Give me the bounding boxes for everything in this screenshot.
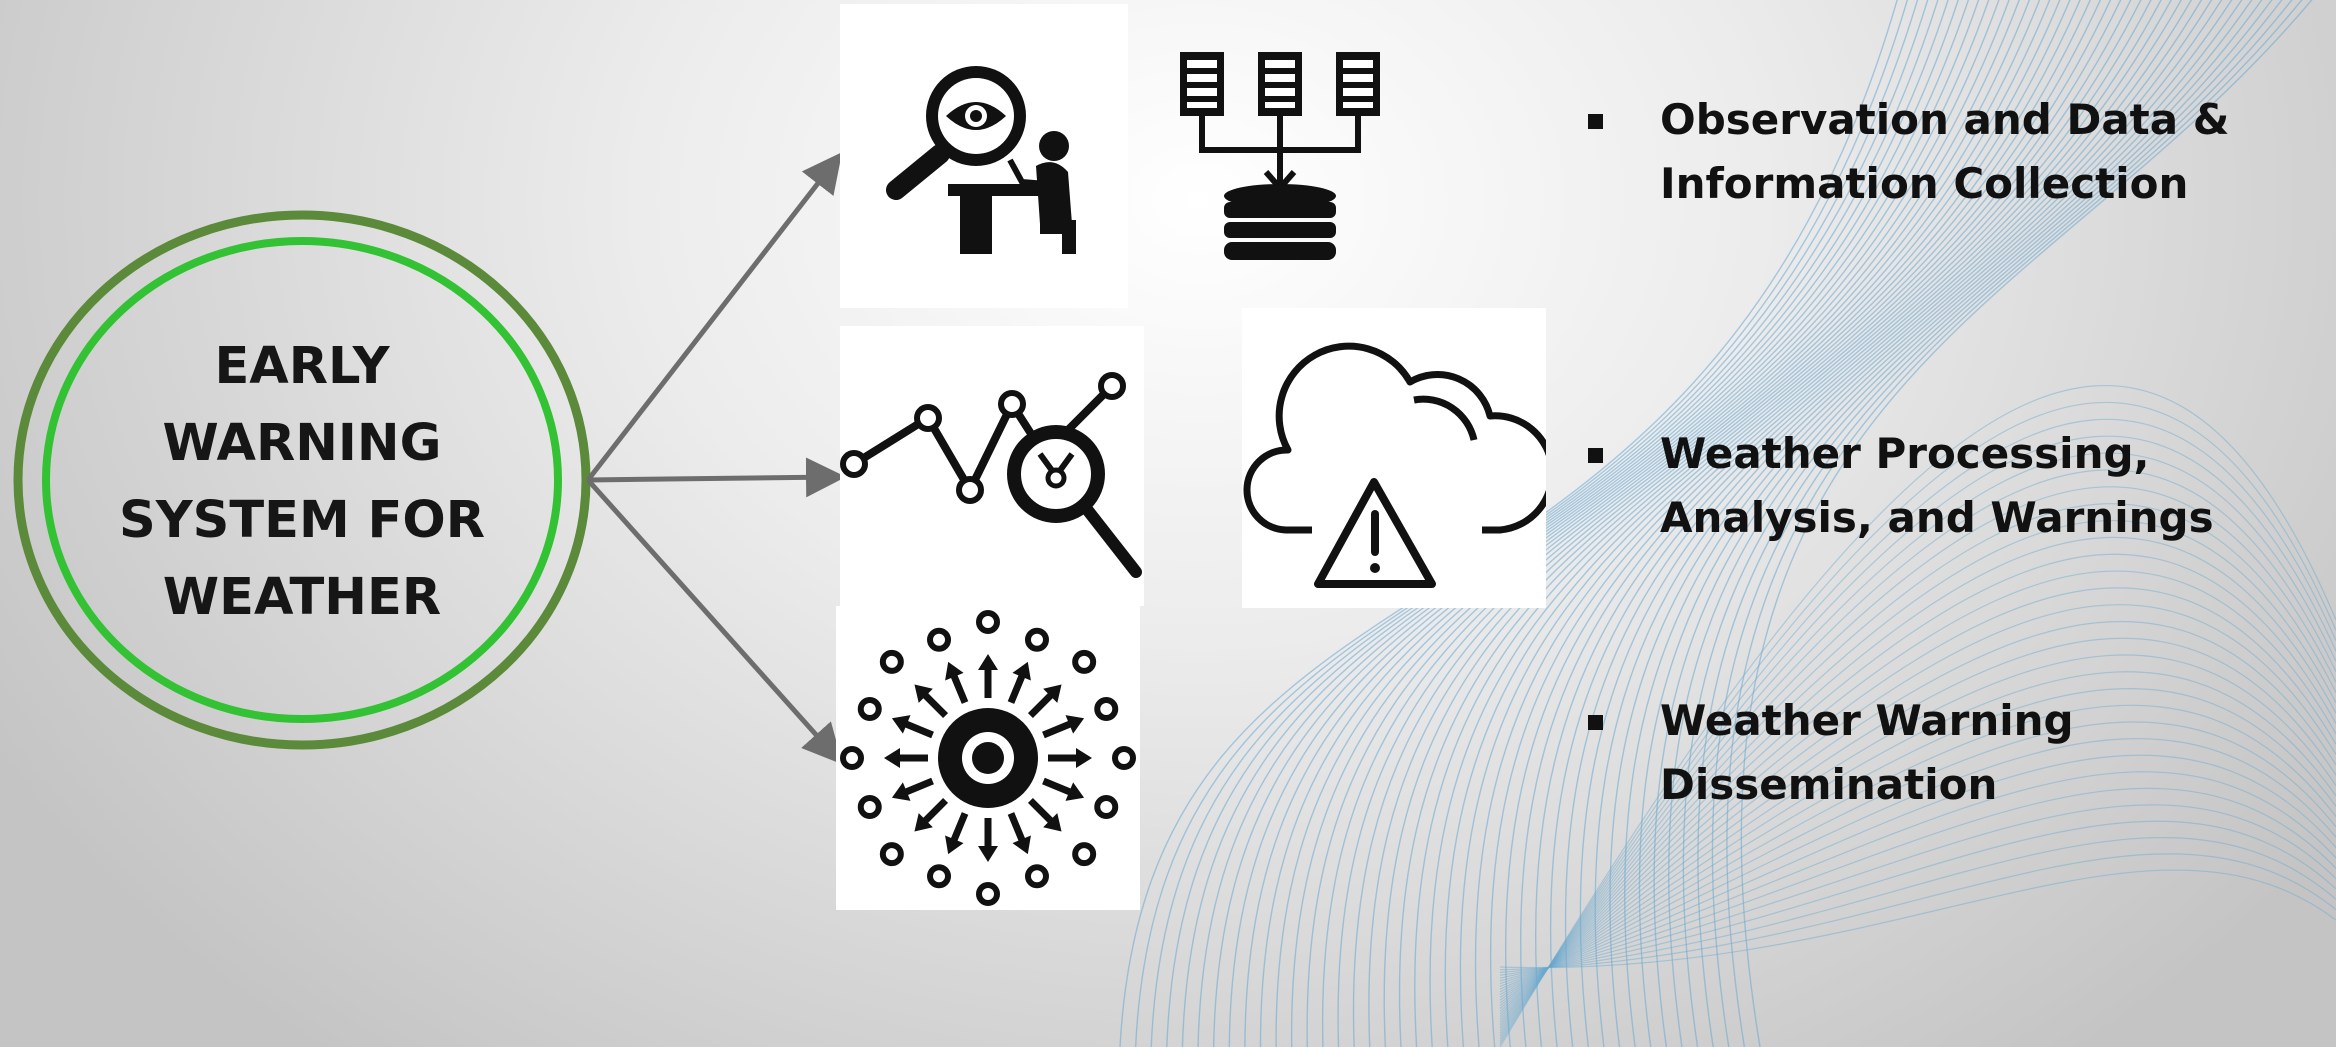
ray-node [976,882,1000,906]
arrow-to-observation [586,152,843,482]
ray-arrowhead [1076,748,1092,768]
arrow-to-processing [587,457,846,498]
bullet-marker [1588,715,1603,730]
ray-node [879,649,904,674]
cloud-warning-icon [1243,342,1546,588]
ray-node [1094,697,1119,722]
dissemination-tile [836,606,1140,910]
bullet-text-observation: Observation and Data & Information Colle… [1660,95,2230,208]
ray-arrowhead [978,846,998,862]
trend-analysis-icon [840,372,1142,578]
ray-arrowhead [1012,661,1031,681]
center-circle-inner-ring [42,237,562,723]
bullet-marker [1588,448,1603,463]
dissemination-broadcast-icon [840,610,1136,906]
ray-arrowhead [914,813,933,832]
ray-arrowhead [945,661,964,681]
ray-node [1024,627,1049,652]
ray-arrowhead [1065,715,1085,734]
ray-node [1072,649,1097,674]
ray-node [857,794,882,819]
arrow-to-dissemination [586,478,843,765]
ray-node [840,746,864,770]
bullet-text-dissemination: Weather Warning Dissemination [1660,696,2074,809]
ray-node [1024,864,1049,889]
ray-node [1094,794,1119,819]
observer-magnifier-icon [886,66,1076,254]
observer-tile [840,4,1128,308]
ray-arrowhead [891,715,911,734]
ray-arrowhead [1043,684,1062,703]
ray-arrowhead [914,684,933,703]
analysis-tile [840,326,1144,606]
ray-node [976,610,1000,634]
ray-node [927,864,952,889]
ray-arrowhead [1065,782,1085,801]
center-circle-outer-ring [13,210,591,750]
cloud-warning-tile [1242,308,1546,608]
bullet-text-processing: Weather Processing, Analysis, and Warnin… [1660,429,2214,542]
ray-arrowhead [884,748,900,768]
database-aggregation-icon [1180,52,1380,260]
ray-arrowhead [891,782,911,801]
center-title: EARLY WARNING SYSTEM FOR WEATHER [119,337,485,627]
ray-arrowhead [1012,835,1031,855]
ray-arrowhead [978,654,998,670]
ray-node [927,627,952,652]
ray-node [1112,746,1136,770]
ray-arrowhead [1043,813,1062,832]
ray-node [1072,842,1097,867]
bullet-marker [1588,114,1603,129]
ray-arrowhead [945,835,964,855]
ray-node [857,697,882,722]
ray-node [879,842,904,867]
